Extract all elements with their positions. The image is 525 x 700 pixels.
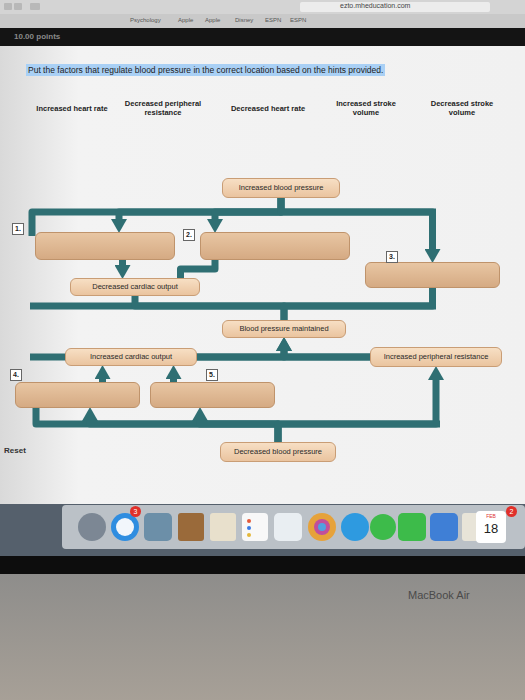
draggable-label: Decreased heart rate — [222, 104, 314, 113]
reset-button: Reset — [4, 446, 26, 455]
result-box: Increased cardiac output — [65, 348, 197, 366]
result-box: Decreased cardiac output — [70, 278, 200, 296]
callout-number: 1. — [12, 223, 24, 235]
box-text: Increased peripheral resistance — [384, 353, 489, 362]
box-text: Increased cardiac output — [90, 353, 172, 362]
box-text: Decreased blood pressure — [234, 448, 322, 457]
draggable-label: Decreased peripheral resistance — [122, 99, 204, 117]
calendar-month: FEB — [481, 513, 501, 519]
laptop-body — [0, 574, 525, 700]
box-text: Decreased cardiac output — [92, 283, 177, 292]
badge-number: 3 — [130, 506, 141, 517]
bookmark: Apple — [205, 17, 220, 23]
result-box: Increased peripheral resistance — [370, 347, 502, 367]
box-text: Blood pressure maintained — [239, 325, 328, 334]
points-band — [0, 28, 525, 46]
callout-number: 5. — [206, 369, 218, 381]
bookmark: ESPN — [290, 17, 306, 23]
calendar-day: 18 — [479, 521, 503, 536]
drop-zone: 2. — [200, 232, 350, 260]
address-bar — [300, 2, 490, 12]
box-text: Increased blood pressure — [239, 184, 324, 193]
result-box: Decreased blood pressure — [220, 442, 336, 462]
badge-number: 2 — [506, 506, 517, 517]
draggable-label: Decreased stroke volume — [420, 99, 504, 117]
flow-arrow — [200, 421, 278, 442]
bookmark: ESPN — [265, 17, 281, 23]
draggable-label: Increased stroke volume — [325, 99, 407, 117]
drop-zone: 5. — [150, 382, 275, 408]
flow-arrow — [284, 351, 370, 357]
flow-arrow — [278, 380, 436, 442]
browser-toolbar — [0, 0, 525, 14]
callout-number: 3. — [386, 251, 398, 263]
flow-arrow — [119, 260, 126, 265]
flow-arrow — [215, 198, 281, 219]
flow-arrow — [197, 351, 284, 357]
draggable-label: Increased heart rate — [28, 104, 116, 113]
points-text: 10.00 points — [14, 32, 60, 41]
flow-arrow — [90, 421, 278, 442]
brand-text: MacBook Air — [408, 589, 470, 601]
dock — [62, 505, 525, 549]
drop-zone: 4. — [15, 382, 140, 408]
callout-number: 4. — [10, 369, 22, 381]
flow-arrow — [135, 296, 284, 320]
flow-arrow — [181, 260, 216, 278]
bookmark: Disney — [235, 17, 253, 23]
screen-bezel — [0, 556, 525, 574]
bookmark: Apple — [178, 17, 193, 23]
bookmark: Psychology — [130, 17, 161, 23]
url-text: ezto.mheducation.com — [340, 2, 410, 9]
drop-zone: 1. — [35, 232, 175, 260]
desktop-ground — [0, 504, 525, 556]
page-ground — [0, 46, 525, 504]
bookmarks-bar — [0, 14, 525, 28]
callout-number: 2. — [183, 229, 195, 241]
flow-arrow — [284, 288, 433, 320]
instruction-text: Put the factors that regulate blood pres… — [26, 64, 385, 76]
dock-icons — [78, 511, 506, 543]
result-box: Increased blood pressure — [222, 178, 340, 198]
result-box: Blood pressure maintained — [222, 320, 346, 338]
drop-zone: 3. — [365, 262, 500, 288]
flow-arrow — [119, 198, 281, 219]
